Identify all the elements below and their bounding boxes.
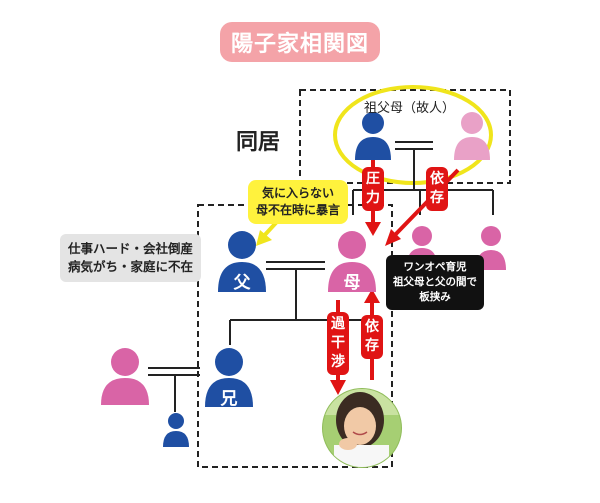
page-title: 陽子家相関図 (220, 22, 380, 62)
household-dashed-box (197, 204, 393, 468)
mother-figure (328, 231, 376, 292)
dependence-child-tag: 依 存 (361, 315, 383, 359)
nephew-figure (163, 413, 189, 447)
mother-note: ワンオペ育児 祖父母と父の間で 板挟み (386, 255, 484, 310)
pressure-tag: 圧 力 (362, 167, 384, 211)
mother-glyph: 母 (343, 273, 361, 293)
brother-figure (205, 348, 253, 407)
grandparents-pressure-note: 気に入らない 母不在時に暴言 (248, 180, 349, 224)
grandmother-figure (454, 112, 490, 160)
cohabit-label: 同居 (236, 130, 281, 155)
over-interference-tag: 過 干 渉 (327, 312, 349, 375)
brother-glyph: 兄 (220, 389, 238, 409)
father-glyph: 父 (233, 273, 251, 293)
dependence-grandma-tag: 依 存 (426, 167, 448, 211)
grandfather-figure (355, 112, 391, 160)
brother-wife-figure (101, 348, 149, 405)
father-figure (218, 231, 266, 292)
father-note: 仕事ハード・会社倒産 病気がち・家庭に不在 (60, 234, 202, 282)
subject-photo (322, 388, 402, 468)
grandparents-dashed-box (299, 89, 511, 184)
grandparents-label: 祖父母（故人） (364, 101, 456, 116)
